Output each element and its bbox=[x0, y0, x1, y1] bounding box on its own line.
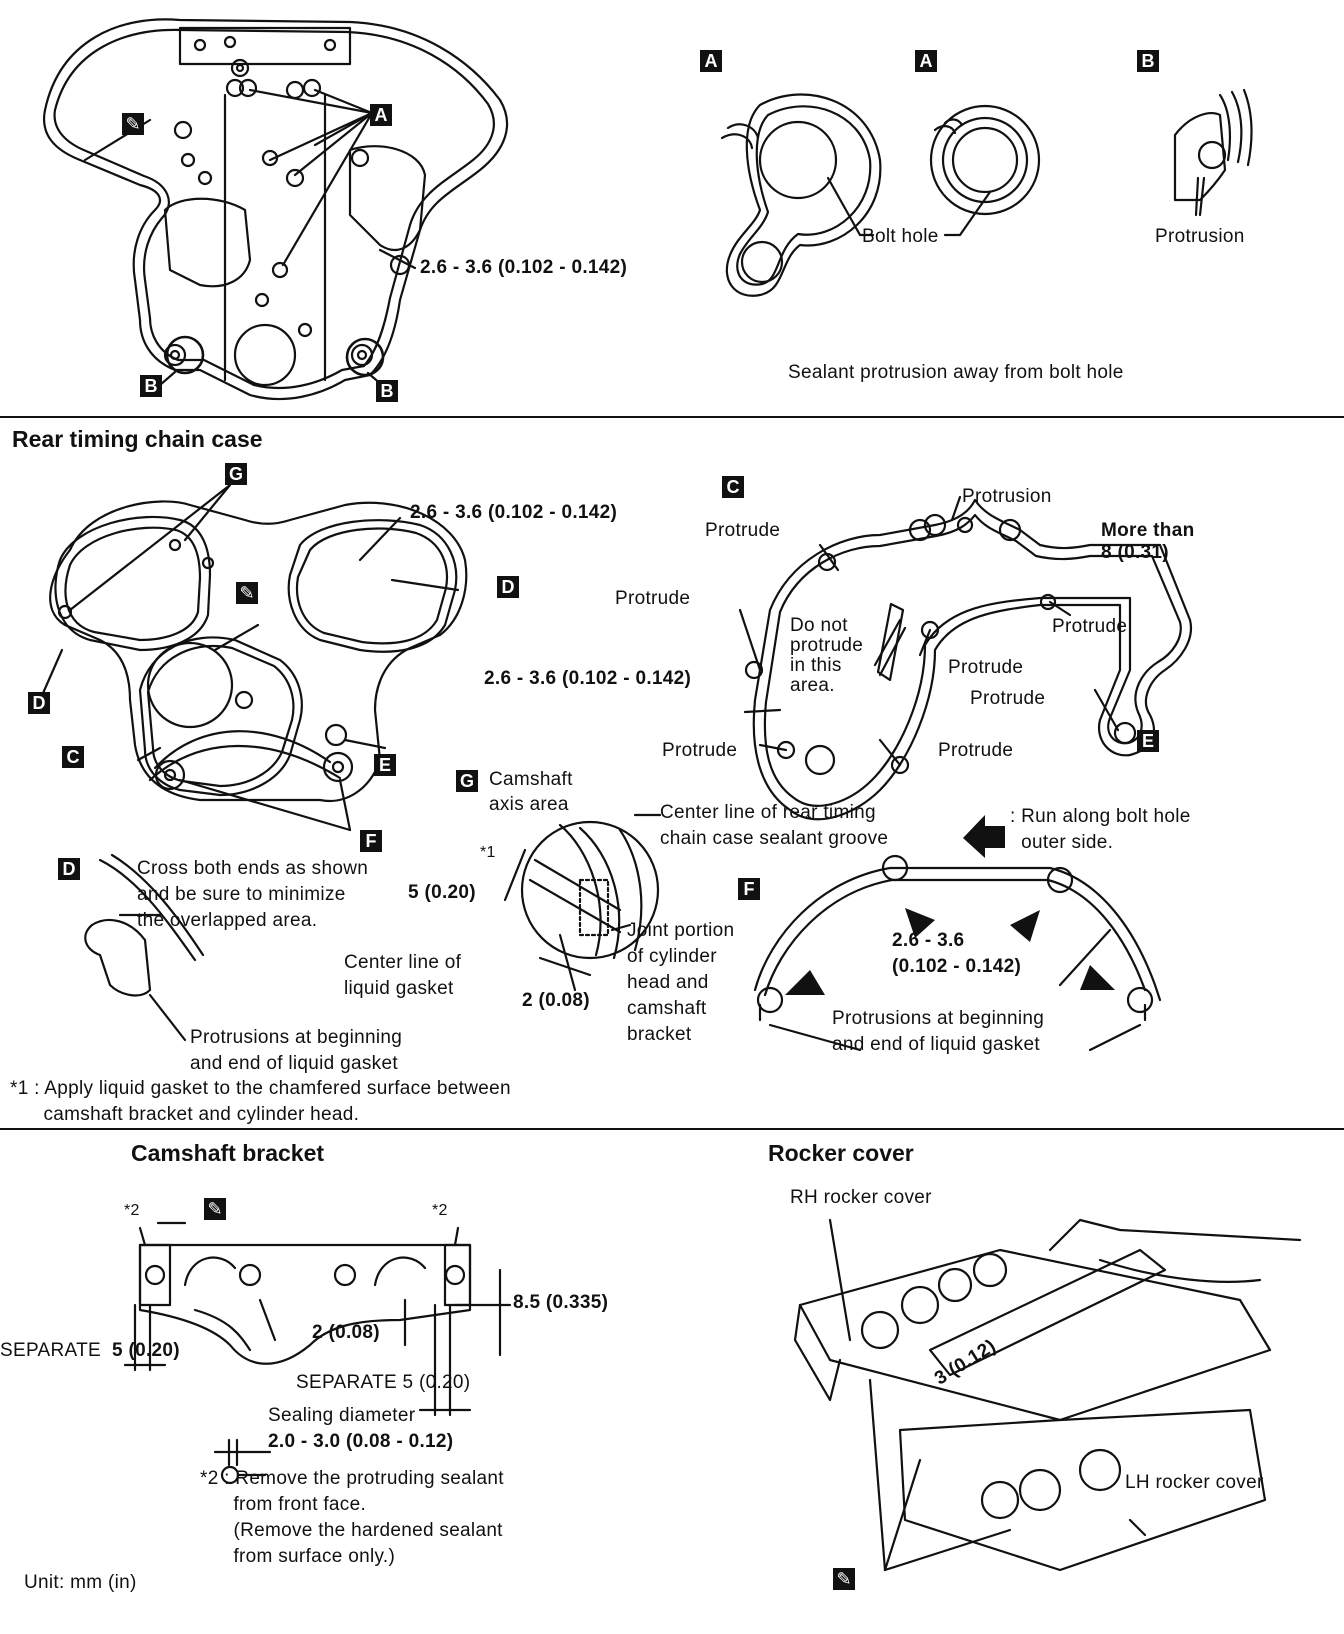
rear-footnote: *1 : Apply liquid gasket to the chamfere… bbox=[10, 1078, 511, 1125]
rear-dimension-top: 2.6 - 3.6 (0.102 - 0.142) bbox=[410, 502, 618, 523]
camshaft-separate-left-value: 5 (0.20) bbox=[112, 1340, 180, 1361]
front-timing-chain-case-drawing bbox=[42, 18, 509, 401]
protrusion-label-b: Protrusion bbox=[1155, 226, 1245, 247]
rear-section-title: Rear timing chain case bbox=[12, 426, 263, 452]
liquid-gasket-icon-rocker: ✎ bbox=[833, 1568, 855, 1590]
section-divider-1 bbox=[0, 416, 1344, 418]
camshaft-dimension-85: 8.5 (0.335) bbox=[513, 1292, 609, 1313]
detail-a-drawing-right bbox=[929, 104, 1041, 237]
camshaft-sealing-diameter-value: 2.0 - 3.0 (0.08 - 0.12) bbox=[268, 1431, 454, 1452]
g-dimension-5: 5 (0.20) bbox=[408, 882, 476, 903]
g-joint-portion-label: Joint portion of cylinder head and camsh… bbox=[627, 920, 735, 1045]
camshaft-star2-right: *2 bbox=[432, 1202, 448, 1219]
camshaft-bracket-drawing bbox=[123, 1221, 512, 1485]
d-cross-ends-note: Cross both ends as shown and be sure to … bbox=[137, 858, 369, 931]
detail-b-heading: B bbox=[1137, 50, 1159, 72]
c-protrude-label-2: Protrude bbox=[615, 588, 691, 609]
detail-f-arrows bbox=[785, 908, 1115, 995]
detail-d-heading: D bbox=[58, 858, 80, 880]
label-a-front-case: A bbox=[370, 104, 392, 126]
camshaft-sealing-diameter-label: Sealing diameter bbox=[268, 1405, 416, 1426]
detail-f-drawing bbox=[753, 854, 1162, 1052]
detail-e-heading: E bbox=[1137, 730, 1159, 752]
label-e-rear: E bbox=[374, 754, 396, 776]
c-dimension-label: 2.6 - 3.6 (0.102 - 0.142) bbox=[484, 668, 692, 689]
c-protrude-label-7: Protrude bbox=[938, 740, 1014, 761]
front-dimension-label: 2.6 - 3.6 (0.102 - 0.142) bbox=[420, 257, 628, 278]
f-protrusions-label: Protrusions at beginning and end of liqu… bbox=[832, 1008, 1045, 1055]
g-title-line2: axis area bbox=[489, 794, 569, 815]
detail-a-heading-right: A bbox=[915, 50, 937, 72]
c-do-not-protrude-note: Do not protrude in this area. bbox=[790, 615, 864, 696]
label-f-rear: F bbox=[360, 830, 382, 852]
camshaft-separate-right: SEPARATE 5 (0.20) bbox=[296, 1372, 471, 1393]
detail-a-drawing-left bbox=[720, 93, 882, 297]
c-protrude-label-4: Protrude bbox=[948, 657, 1024, 678]
camshaft-dimension-2: 2 (0.08) bbox=[312, 1322, 380, 1343]
unit-label: Unit: mm (in) bbox=[24, 1572, 137, 1593]
detail-a-heading-left: A bbox=[700, 50, 722, 72]
label-d-rear-right: D bbox=[497, 576, 519, 598]
section-divider-2 bbox=[0, 1128, 1344, 1130]
label-d-rear-left: D bbox=[28, 692, 50, 714]
label-b-front-right: B bbox=[376, 380, 398, 402]
detail-f-heading: F bbox=[738, 878, 760, 900]
rocker-cover-drawing bbox=[793, 1218, 1302, 1572]
liquid-gasket-icon-camshaft: ✎ bbox=[204, 1198, 226, 1220]
c-protrude-label-6: Protrude bbox=[662, 740, 738, 761]
rocker-cover-title: Rocker cover bbox=[768, 1140, 914, 1166]
bolt-hole-label: Bolt hole bbox=[862, 226, 939, 247]
detail-g-heading: G bbox=[456, 770, 478, 792]
c-protrusion-label: Protrusion bbox=[962, 486, 1052, 507]
detail-d-drawing bbox=[84, 853, 205, 1042]
detail-c-heading: C bbox=[722, 476, 744, 498]
d-protrusions-label: Protrusions at beginning and end of liqu… bbox=[190, 1027, 403, 1074]
g-dimension-2: 2 (0.08) bbox=[522, 990, 590, 1011]
arrow-legend-note: : Run along bolt hole outer side. bbox=[1010, 806, 1191, 853]
liquid-gasket-icon-rear: ✎ bbox=[236, 582, 258, 604]
c-more-than-label: More than bbox=[1101, 520, 1195, 541]
g-center-gasket-label: Center line of liquid gasket bbox=[344, 952, 462, 999]
lh-rocker-cover-label: LH rocker cover bbox=[1125, 1472, 1264, 1493]
g-center-groove-label: Center line of rear timing chain case se… bbox=[660, 802, 889, 849]
c-protrude-label-3: Protrude bbox=[1052, 616, 1128, 637]
detail-b-drawing bbox=[1173, 88, 1253, 217]
sealant-protrusion-note: Sealant protrusion away from bolt hole bbox=[788, 362, 1124, 383]
c-more-than-value: 8 (0.31) bbox=[1101, 542, 1169, 563]
camshaft-star2-left: *2 bbox=[124, 1202, 140, 1219]
camshaft-bracket-title: Camshaft bracket bbox=[131, 1140, 325, 1166]
g-title-line1: Camshaft bbox=[489, 769, 573, 790]
c-protrude-label-1: Protrude bbox=[705, 520, 781, 541]
detail-g-drawing bbox=[503, 813, 662, 992]
label-g-rear: G bbox=[225, 463, 247, 485]
f-dimension-label: 2.6 - 3.6 (0.102 - 0.142) bbox=[892, 930, 1022, 977]
liquid-gasket-icon: ✎ bbox=[122, 113, 144, 135]
rear-timing-chain-case-drawing bbox=[38, 483, 468, 832]
label-b-front-left: B bbox=[140, 375, 162, 397]
arrow-legend-drawing bbox=[963, 815, 1005, 858]
label-c-rear: C bbox=[62, 746, 84, 768]
c-protrude-label-5: Protrude bbox=[970, 688, 1046, 709]
camshaft-separate-left: SEPARATE bbox=[0, 1340, 101, 1361]
rh-rocker-cover-label: RH rocker cover bbox=[790, 1187, 932, 1208]
g-star1-marker: *1 bbox=[480, 844, 496, 861]
camshaft-note-2: *2 : Remove the protruding sealant from … bbox=[200, 1468, 504, 1567]
